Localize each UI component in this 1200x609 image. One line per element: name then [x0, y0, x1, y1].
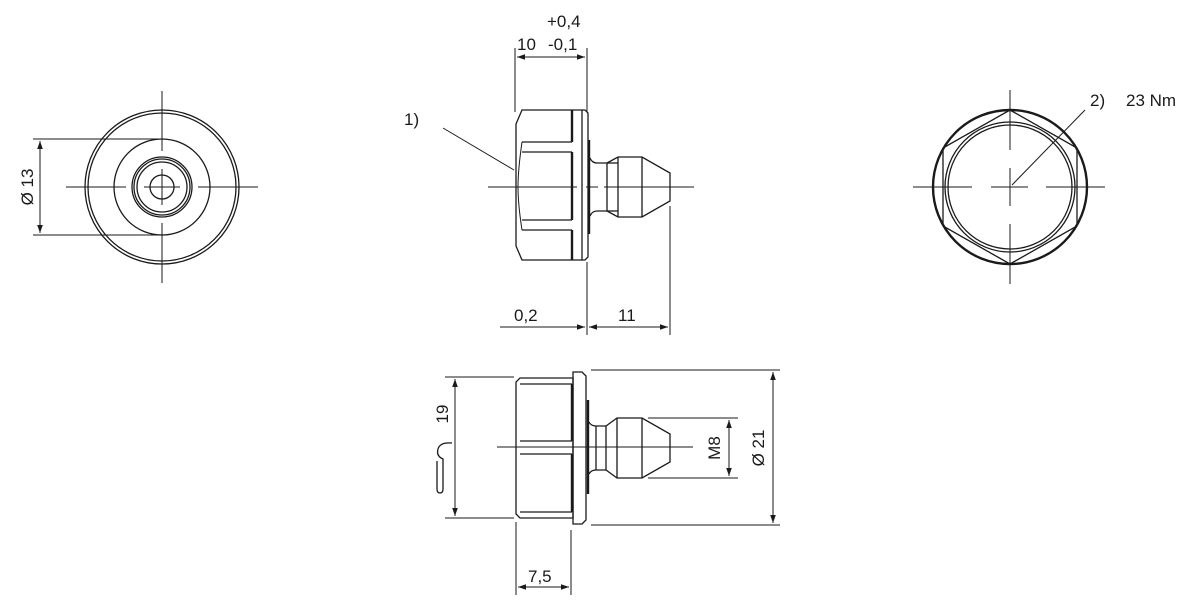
front-view-left: Ø 13 — [18, 91, 258, 283]
tolerance-upper-label: +0,4 — [547, 12, 581, 31]
torque-label: 23 Nm — [1126, 91, 1176, 110]
thread-m8-label: M8 — [705, 436, 724, 460]
front-view-right: 2) 23 Nm — [913, 90, 1176, 284]
spigot-11-label: 11 — [618, 306, 636, 325]
tolerance-lower-label: -0,1 — [548, 35, 577, 54]
side-view-top: 1) 10 +0,4 -0,1 0,2 11 — [404, 12, 694, 335]
callout-1-label: 1) — [404, 110, 419, 129]
wrench-icon — [436, 442, 453, 494]
length-10-label: 10 — [517, 35, 536, 54]
callout-2-label: 2) — [1090, 91, 1105, 110]
across-flats-19-label: 19 — [433, 405, 452, 424]
gap-0-2-label: 0,2 — [514, 306, 538, 325]
hex-length-7-5-label: 7,5 — [528, 567, 552, 586]
diameter-21-label: Ø 21 — [749, 430, 768, 467]
side-view-bottom: M8 Ø 21 19 7,5 — [433, 369, 780, 595]
diameter-13-label: Ø 13 — [18, 169, 37, 206]
